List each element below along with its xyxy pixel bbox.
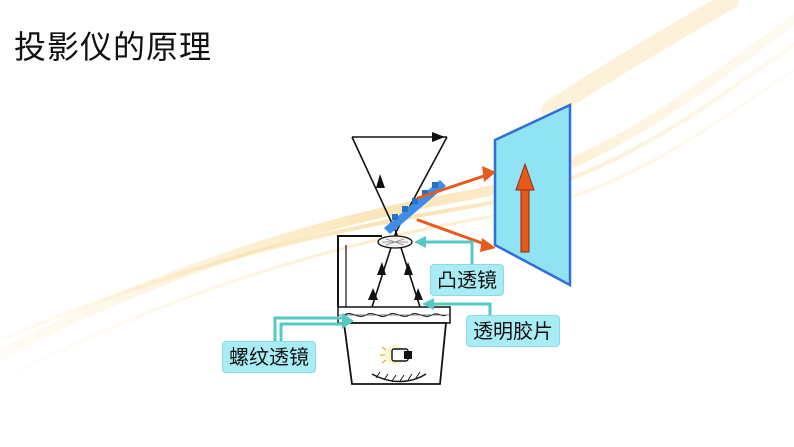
- page-title: 投影仪的原理: [14, 28, 213, 66]
- projected-image-arrow: [515, 162, 535, 253]
- background-glow-streaks: [0, 0, 794, 372]
- projector-arm: [337, 235, 382, 307]
- light-rays: [416, 166, 496, 252]
- convex-lens-hatch: [382, 238, 408, 246]
- film-pointer: [422, 298, 492, 316]
- label-convex-lens: 凸透镜: [430, 264, 504, 296]
- reflector-curve: [371, 373, 427, 383]
- label-fresnel-lens: 螺纹透镜: [222, 341, 316, 373]
- fresnel-lens-pointer: [273, 313, 354, 342]
- projection-screen: [493, 103, 572, 288]
- convex-lens-pointer: [414, 236, 474, 264]
- lamp-icon: [380, 345, 412, 365]
- label-transparent-film: 透明胶片: [466, 315, 560, 347]
